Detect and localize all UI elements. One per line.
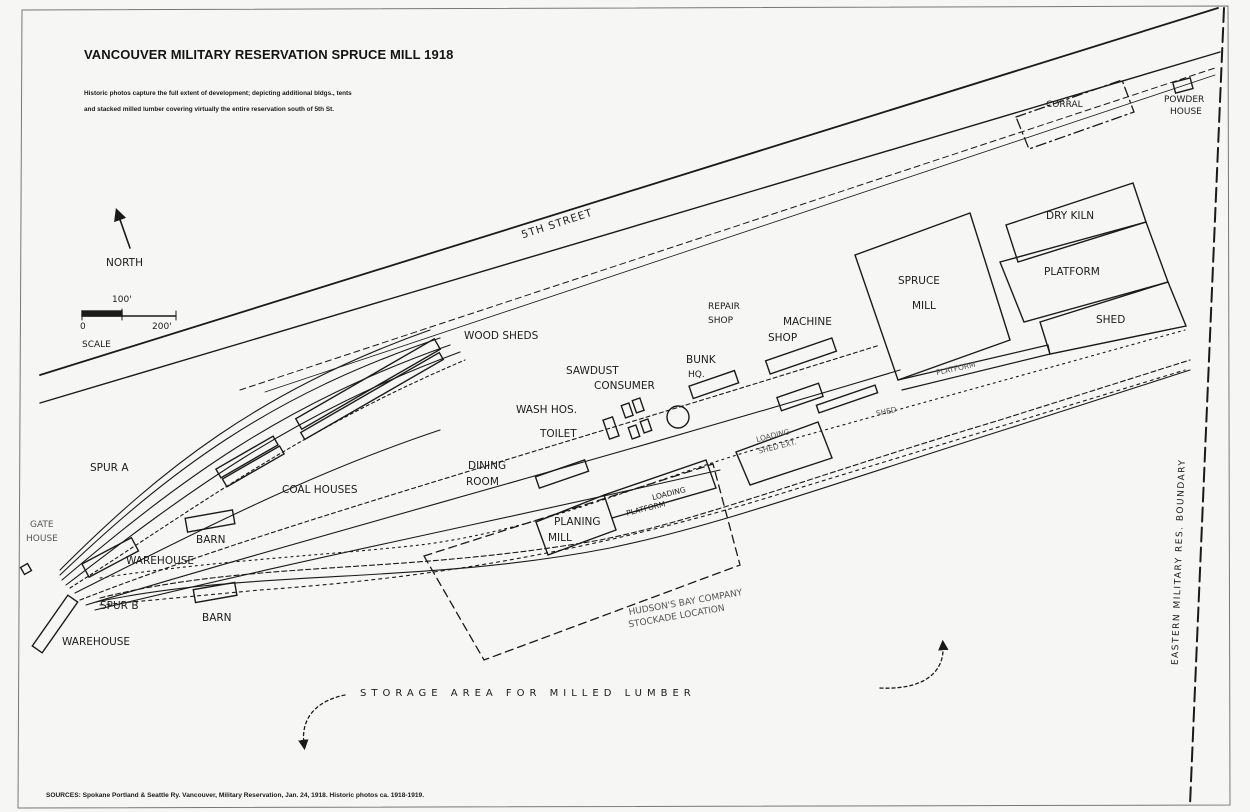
- scale-tick-mid: 100': [112, 295, 132, 305]
- sawdust-consumer: [666, 405, 690, 429]
- barn-2: [192, 581, 238, 604]
- loading-shed-ext: [735, 421, 833, 486]
- dining-room-label-1: DINING: [468, 460, 507, 472]
- map-subtitle: Historic photos capture the full extent …: [84, 86, 514, 118]
- scale-label: SCALE: [82, 340, 111, 350]
- gate-house-label-2: HOUSE: [26, 534, 58, 544]
- spruce-mill-label-1: SPRUCE: [898, 275, 940, 287]
- dining-room-label-2: ROOM: [466, 476, 499, 488]
- bunk-hq: [688, 369, 740, 400]
- toilet-label: TOILET: [540, 428, 577, 440]
- dining-room: [534, 458, 590, 490]
- toilet-3: [639, 418, 653, 434]
- subtitle-line-2: and stacked milled lumber covering virtu…: [84, 106, 335, 113]
- coal-house-2: [221, 445, 286, 488]
- hudsons-bay-stockade: [423, 463, 741, 661]
- repair-shop: [776, 382, 824, 412]
- shed-upper-label: SHED: [1096, 314, 1126, 326]
- spur-b-label: SPUR B: [100, 600, 139, 612]
- north-label: NORTH: [106, 257, 143, 269]
- small-platform: [815, 384, 879, 414]
- scale-tick-max: 200': [152, 322, 172, 332]
- machine-shop-label-1: MACHINE: [783, 316, 832, 328]
- scale-bar: [81, 308, 177, 321]
- fifth-street-line-south: [39, 51, 1221, 404]
- sawdust-label-2: CONSUMER: [594, 380, 655, 392]
- spur-a-label: SPUR A: [90, 462, 129, 474]
- spruce-mill: [854, 212, 1011, 381]
- gate-house-label-1: GATE: [30, 520, 54, 530]
- street-rail: [239, 67, 1216, 391]
- wash-hos-label: WASH HOS.: [516, 404, 578, 416]
- wash-house-2: [631, 397, 645, 414]
- gate-house: [19, 562, 33, 576]
- wood-shed-2: [299, 351, 445, 441]
- fifth-street-line: [39, 7, 1219, 376]
- barn-label-1: BARN: [196, 534, 226, 546]
- storage-arrow-left: [298, 694, 346, 751]
- dry-kiln-label: DRY KILN: [1046, 210, 1095, 222]
- subtitle-line-1: Historic photos capture the full extent …: [84, 90, 352, 97]
- warehouse-label-1: WAREHOUSE: [126, 555, 195, 567]
- warehouse-2: [31, 594, 79, 654]
- repair-shop-label-2: SHOP: [708, 316, 733, 326]
- loading-platform: [603, 459, 717, 519]
- platform-upper-label: PLATFORM: [1044, 266, 1100, 278]
- toilet-2: [627, 424, 641, 440]
- powder-house-label-2: HOUSE: [1170, 107, 1202, 117]
- north-arrow: [114, 207, 131, 249]
- corral-label: CORRAL: [1046, 100, 1083, 110]
- repair-shop-label-1: REPAIR: [708, 302, 740, 312]
- powder-house: [1171, 77, 1194, 95]
- coal-houses-label: COAL HOUSES: [282, 484, 358, 496]
- shed-upper: [1039, 281, 1187, 355]
- bunk-hq-label-1: BUNK: [686, 354, 716, 366]
- rail-tracks: [59, 329, 1191, 611]
- wood-sheds-label: WOOD SHEDS: [464, 330, 539, 342]
- map-title: VANCOUVER MILITARY RESERVATION SPRUCE MI…: [84, 47, 454, 62]
- corral-outline: [1015, 79, 1135, 150]
- machine-shop: [764, 337, 838, 375]
- barn-label-2: BARN: [202, 612, 232, 624]
- planing-mill: [535, 494, 617, 556]
- barn-1: [184, 509, 236, 533]
- planing-mill-label-1: PLANING: [554, 516, 601, 528]
- dry-kiln: [1005, 182, 1147, 263]
- machine-shop-label-2: SHOP: [768, 332, 798, 344]
- warehouse-label-2: WAREHOUSE: [62, 636, 131, 648]
- spruce-mill-label-2: MILL: [912, 300, 936, 312]
- platform-strip: [897, 344, 1051, 391]
- storage-area-label: STORAGE AREA FOR MILLED LUMBER: [360, 688, 696, 699]
- powder-house-label-1: POWDER: [1164, 95, 1205, 105]
- bunk-hq-label-2: HQ.: [688, 370, 705, 380]
- toilet-1: [602, 416, 620, 440]
- storage-arrow-right: [879, 639, 949, 689]
- sawdust-label-1: SAWDUST: [566, 365, 619, 377]
- scale-tick-zero: 0: [80, 322, 86, 332]
- wash-house-1: [620, 402, 634, 419]
- map-border: [17, 5, 1231, 809]
- sources-note: SOURCES: Spokane Portland & Seattle Ry. …: [46, 792, 425, 799]
- eastern-boundary-line: [1189, 7, 1225, 806]
- planing-mill-label-2: MILL: [548, 532, 572, 544]
